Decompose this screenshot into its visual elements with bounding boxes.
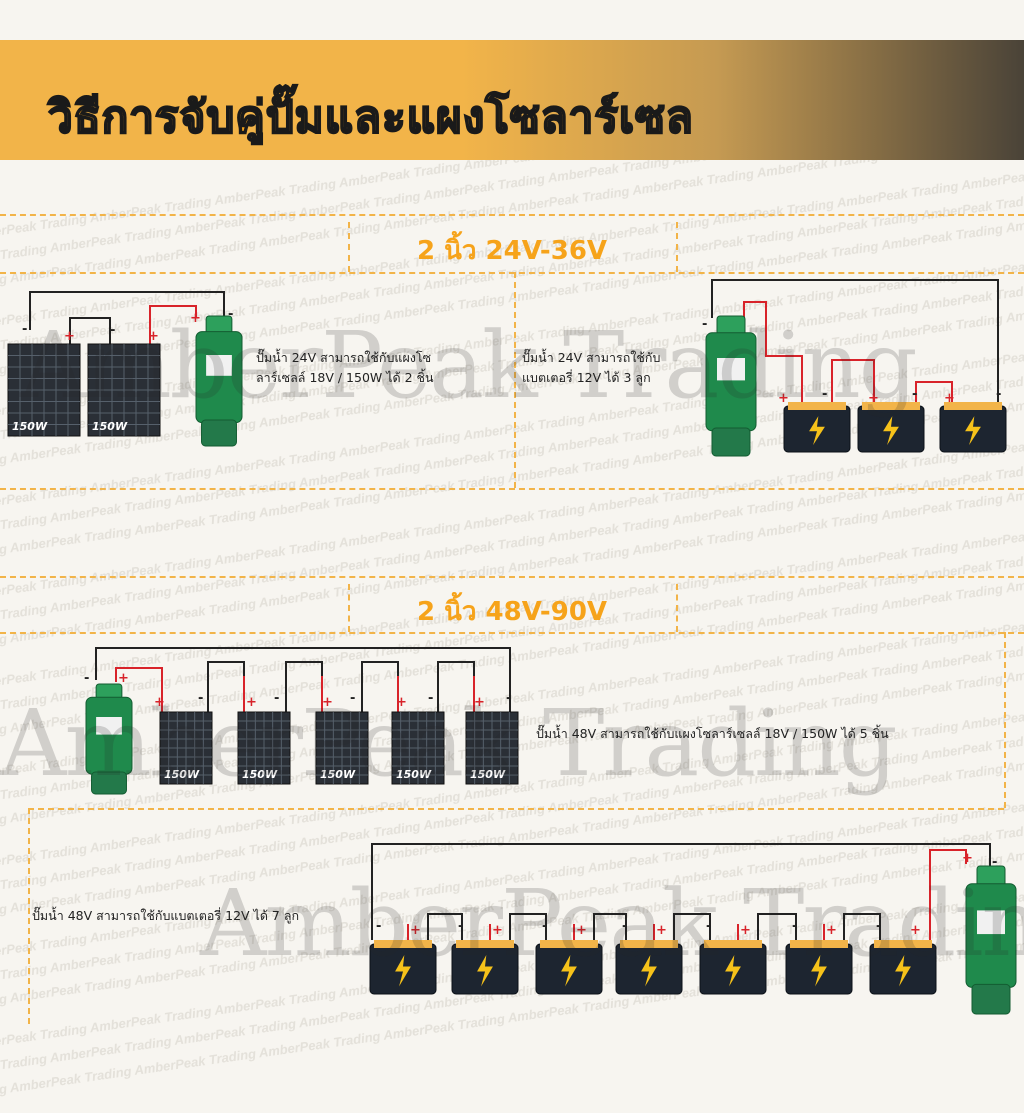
desc-line: ปั๊มน้ำ 24V สามารถใช้กับแผงโซ bbox=[256, 350, 432, 365]
divider bbox=[1004, 632, 1006, 808]
section1-title: 2 นิ้ว 24V-36V bbox=[416, 236, 608, 266]
section2-battery-description: ปั๊มน้ำ 48V สามารถใช้กับแบตเตอรี่ 12V ได… bbox=[32, 908, 300, 923]
section1-battery-description: ปั๊มน้ำ 24V สามารถใช้กับ แบตเตอรี่ 12V ไ… bbox=[522, 348, 702, 388]
section2-title: 2 นิ้ว 48V-90V bbox=[416, 597, 608, 627]
desc-line: ปั๊มน้ำ 24V สามารถใช้กับ bbox=[522, 350, 661, 365]
desc-line: แบตเตอรี่ 12V ได้ 3 ลูก bbox=[522, 370, 651, 385]
divider bbox=[28, 808, 1004, 810]
divider bbox=[676, 584, 678, 632]
divider bbox=[0, 488, 1024, 490]
page-title: วิธีการจับคู่ปั๊มและแผงโซลาร์เซล bbox=[47, 91, 694, 144]
big-watermark: AmberPeak Trading bbox=[200, 870, 1024, 977]
divider bbox=[348, 222, 350, 272]
divider bbox=[0, 576, 1024, 578]
divider bbox=[0, 632, 1024, 634]
divider bbox=[28, 808, 30, 1024]
divider bbox=[514, 272, 516, 488]
divider bbox=[348, 584, 350, 632]
desc-line: ลาร์เซลล์ 18V / 150W ได้ 2 ชิ้น bbox=[256, 370, 434, 385]
big-watermark: AmberPeak Trading bbox=[20, 312, 918, 419]
divider bbox=[0, 214, 1024, 216]
section2-solar-description: ปั๊มน้ำ 48V สามารถใช้กับแผงโซลาร์เซลล์ 1… bbox=[536, 726, 889, 741]
divider bbox=[676, 222, 678, 272]
header-banner bbox=[0, 40, 1024, 160]
divider bbox=[0, 272, 1024, 274]
pump-base bbox=[971, 983, 1011, 1015]
section1-solar-description: ปั๊มน้ำ 24V สามารถใช้กับแผงโซ ลาร์เซลล์ … bbox=[256, 348, 496, 388]
big-watermark: AmberPeak Trading bbox=[0, 690, 898, 797]
